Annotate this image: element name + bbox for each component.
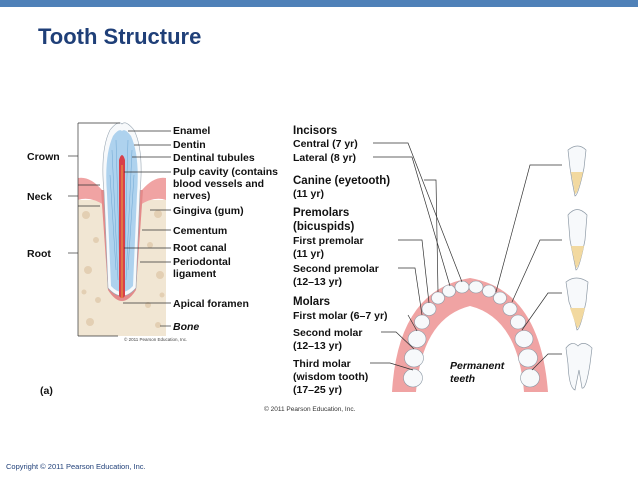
tooth-root-tints	[570, 172, 585, 328]
gingiva-left	[78, 177, 104, 205]
incisors-heading: Incisors	[293, 125, 337, 137]
slide-copyright: Copyright © 2011 Pearson Education, Inc.	[6, 462, 146, 471]
first-molar-label: First molar (6–7 yr)	[293, 310, 388, 322]
region-brackets	[68, 122, 120, 337]
third-molar-age-label: (17–25 yr)	[293, 384, 342, 396]
bone-label: Bone	[173, 321, 199, 333]
bone-texture	[81, 210, 165, 328]
apical-foramen-label: Apical foramen	[173, 298, 249, 310]
dentin-label: Dentin	[173, 139, 206, 151]
part-leader-lines	[123, 130, 171, 327]
gingiva-label: Gingiva (gum)	[173, 205, 244, 217]
neck-label: Neck	[27, 191, 52, 203]
individual-teeth	[565, 145, 593, 391]
dental-arch: Permanent teeth	[392, 278, 548, 392]
molars-heading: Molars	[293, 296, 330, 308]
first-premolar-label: First premolar	[293, 235, 364, 247]
gingiva-right	[140, 177, 166, 205]
first-premolar-age-label: (11 yr)	[293, 248, 324, 260]
molar-tooth-drawing	[565, 343, 593, 391]
second-premolar-age-label: (12–13 yr)	[293, 276, 342, 288]
pulp-cavity-label-line2: blood vessels and	[173, 178, 264, 190]
second-premolar-label: Second premolar	[293, 263, 379, 275]
dentinal-tubules-label: Dentinal tubules	[173, 152, 255, 164]
pulp-cavity-label-line3: nerves)	[173, 190, 210, 202]
premolars-heading-line2: (bicuspids)	[293, 221, 355, 233]
figure-letter-a: (a)	[40, 385, 53, 397]
lateral-incisor-label: Lateral (8 yr)	[293, 152, 356, 164]
enamel-label: Enamel	[173, 125, 210, 137]
incisor-tooth-drawing	[567, 145, 587, 197]
central-incisor-label: Central (7 yr)	[293, 138, 358, 150]
third-molar-label: Third molar	[293, 358, 351, 370]
root-label: Root	[27, 248, 51, 260]
right-figure-credit: © 2011 Pearson Education, Inc.	[264, 405, 356, 413]
arch-teeth	[403, 280, 540, 388]
root-canal-label: Root canal	[173, 242, 227, 254]
cementum-label: Cementum	[173, 225, 227, 237]
slide-title: Tooth Structure	[38, 24, 202, 49]
top-accent-bar	[0, 0, 638, 7]
canine-age-label: (11 yr)	[293, 188, 324, 200]
pulp-cavity-label-line1: Pulp cavity (contains	[173, 166, 278, 178]
periodontal-label-line2: ligament	[173, 268, 217, 280]
wisdom-tooth-label: (wisdom tooth)	[293, 371, 368, 383]
permanent-teeth-label-line1: Permanent	[450, 360, 505, 372]
second-molar-age-label: (12–13 yr)	[293, 340, 342, 352]
premolars-heading-line1: Premolars	[293, 207, 349, 219]
left-figure-credit: © 2011 Pearson Education, Inc.	[124, 336, 187, 342]
canine-heading: Canine (eyetooth)	[293, 175, 390, 187]
second-molar-label: Second molar	[293, 327, 362, 339]
periodontal-label-line1: Periodontal	[173, 256, 231, 268]
tooth-cross-section: © 2011 Pearson Education, Inc.	[78, 122, 187, 342]
arch-leader-lines	[370, 142, 562, 371]
permanent-teeth-label-line2: teeth	[450, 373, 475, 385]
crown-label: Crown	[27, 151, 60, 163]
